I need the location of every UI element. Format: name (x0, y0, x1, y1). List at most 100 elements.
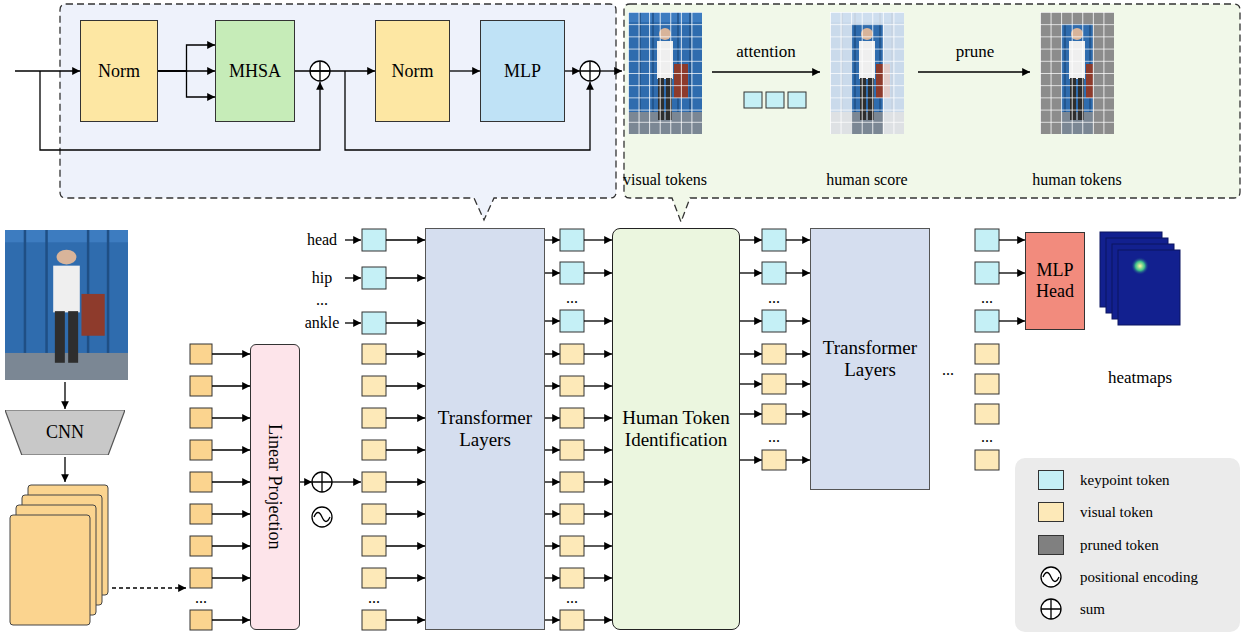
arrow (545, 417, 560, 418)
arrow (212, 417, 250, 418)
arrow (386, 481, 425, 482)
arrow (386, 513, 425, 514)
arrow (584, 385, 612, 386)
annotation: heatmaps (1108, 369, 1172, 388)
arrow (212, 577, 250, 578)
arrow (545, 481, 560, 482)
arrow (786, 413, 810, 414)
detail-panel (60, 4, 616, 220)
connector (295, 71, 375, 72)
heatmap (1118, 250, 1180, 325)
legend-label: visual token (1080, 504, 1153, 521)
arrow (740, 383, 762, 384)
attention-box: MHSA (215, 20, 295, 122)
arrow (584, 481, 612, 482)
input-photo (5, 230, 128, 380)
arrow (740, 353, 762, 354)
annotation: ... (981, 428, 993, 446)
connector-line (158, 45, 215, 71)
visual-token (560, 344, 584, 364)
sum-symbol (312, 472, 332, 492)
visual-token (560, 536, 584, 556)
mlp-box: MLP (480, 20, 565, 122)
arrow (584, 513, 612, 514)
annotation: ... (566, 589, 578, 607)
arrow (740, 272, 762, 273)
arrow (386, 577, 425, 578)
visual-token (560, 504, 584, 524)
arrow (786, 383, 810, 384)
keypoint-token (362, 267, 386, 289)
arrow (545, 449, 560, 450)
arrow (999, 320, 1025, 321)
arrow (786, 459, 810, 460)
arrow (584, 545, 612, 546)
human-token-image (1040, 12, 1114, 134)
visual-token (762, 374, 786, 394)
arrow (64, 382, 65, 409)
visual-token (362, 536, 386, 556)
arrow (740, 413, 762, 414)
keypoint-token (362, 229, 386, 251)
photo (628, 12, 702, 134)
annotation: ... (981, 289, 993, 307)
sum-symbol (1041, 599, 1061, 619)
visual-token (762, 404, 786, 424)
legend-label: keypoint token (1080, 472, 1170, 489)
keypoint-token (975, 229, 999, 251)
sum-symbol (580, 61, 600, 81)
keypoint-token (762, 262, 786, 284)
arrow (64, 457, 65, 482)
token-grid (1040, 12, 1114, 134)
visual-token (362, 568, 386, 588)
node-label: MLP Head (1030, 260, 1080, 301)
arrow (212, 385, 250, 386)
visual-token (362, 610, 386, 630)
arrow (212, 481, 250, 482)
arrow (545, 619, 560, 620)
positional-encoding-symbol (1041, 567, 1061, 587)
connector-line (158, 71, 215, 97)
keypoint-token (362, 312, 386, 334)
keypoint-token (766, 92, 784, 108)
node-label: MLP (501, 61, 544, 82)
annotation: ... (316, 291, 328, 309)
visual-token (975, 374, 999, 394)
visual-token (560, 610, 584, 630)
input-token (190, 504, 212, 524)
arrow (386, 619, 425, 620)
visual-token (560, 472, 584, 492)
visual-token (362, 440, 386, 460)
arrow (345, 239, 361, 240)
arrow (386, 545, 425, 546)
human-score-image (830, 12, 904, 134)
norm-box: Norm (375, 20, 450, 122)
annotation: ... (942, 361, 954, 379)
detail-panel (624, 4, 1240, 222)
input-token (190, 408, 212, 428)
visual-token (560, 376, 584, 396)
legend-swatch (1038, 502, 1064, 522)
arrow (600, 70, 622, 71)
arrow (545, 385, 560, 386)
legend-swatch (1038, 535, 1064, 555)
annotation: ... (368, 589, 380, 607)
visual-token (362, 472, 386, 492)
arrow (999, 272, 1025, 273)
input-token (190, 440, 212, 460)
transformer-box: Transformer Layers (810, 228, 930, 490)
visual-token (362, 344, 386, 364)
legend-label: sum (1080, 601, 1105, 618)
node-label: Transformer Layers (430, 407, 540, 451)
arrow (584, 353, 612, 354)
visual-token (975, 404, 999, 424)
annotation: human score (826, 171, 907, 189)
arrow (545, 545, 560, 546)
visual-token (560, 408, 584, 428)
projection-box: Linear Projection (250, 344, 300, 630)
token-grid (830, 12, 904, 134)
photo (830, 12, 904, 134)
arrow (584, 449, 612, 450)
connector (158, 45, 215, 97)
